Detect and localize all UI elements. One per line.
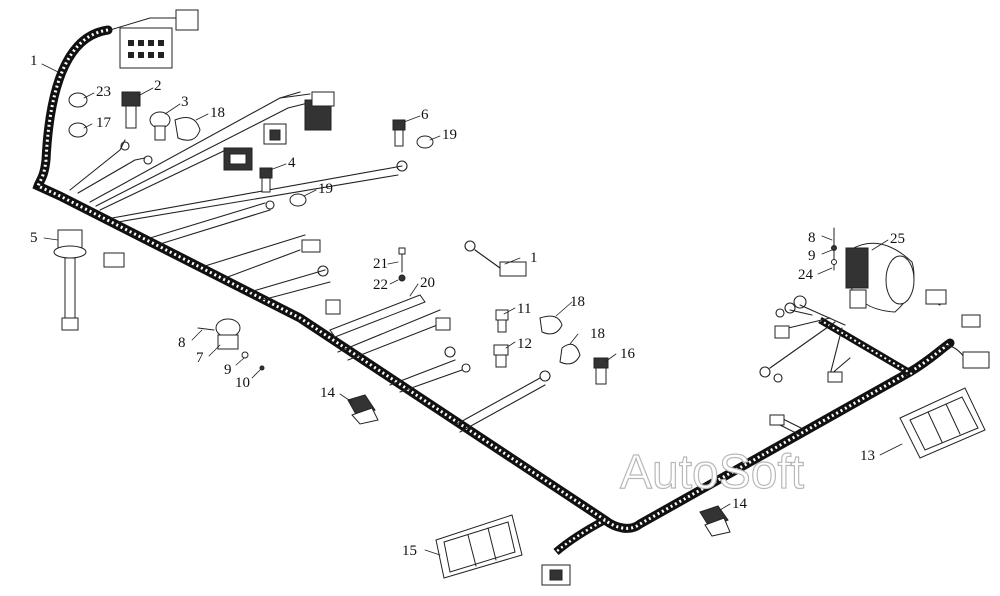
sensor-6 xyxy=(392,119,406,147)
callout-14-right: 14 xyxy=(732,496,748,512)
callout-21: 21 xyxy=(373,256,388,272)
callout-10: 10 xyxy=(235,375,250,391)
callout-18-top: 18 xyxy=(210,105,225,121)
screw-21 xyxy=(398,247,406,273)
washer-22 xyxy=(398,274,406,282)
horn-mount-stack xyxy=(831,227,837,271)
connector-mid-1 xyxy=(301,239,321,253)
ring-terminals xyxy=(120,141,807,383)
cap-18-low xyxy=(559,343,581,365)
main-harness-trunk xyxy=(32,25,955,556)
cap-18-top xyxy=(174,117,201,141)
callout-15: 15 xyxy=(402,543,417,559)
clamp-14-left xyxy=(347,394,379,425)
connector-right-2 xyxy=(827,371,843,383)
connector-bottom xyxy=(541,564,571,586)
connector-right-1 xyxy=(774,325,790,339)
callout-24: 24 xyxy=(798,267,814,283)
callout-12: 12 xyxy=(517,336,532,352)
callout-18-low: 18 xyxy=(590,326,605,342)
level-sensor-5 xyxy=(53,229,87,331)
callout-16: 16 xyxy=(620,346,636,362)
callout-25: 25 xyxy=(890,231,905,247)
cap-19-left xyxy=(289,193,307,207)
callout-18-mid: 18 xyxy=(570,294,585,310)
callout-1-top: 1 xyxy=(30,53,38,69)
watermark-text: AutoSoft xyxy=(620,446,804,499)
wire-branches xyxy=(69,91,966,436)
connector-block-left xyxy=(223,147,253,171)
callout-22: 22 xyxy=(373,277,388,293)
cap-19-right xyxy=(416,135,434,149)
cap-18-mid xyxy=(539,315,563,335)
callout-3: 3 xyxy=(181,94,189,110)
connector-right-3 xyxy=(769,414,785,426)
sensor-11 xyxy=(495,309,509,333)
leader-lines xyxy=(41,63,903,556)
multipin-connector-top-left xyxy=(109,9,199,69)
callout-4: 4 xyxy=(288,155,296,171)
connector-top-middle xyxy=(279,91,335,131)
connector-small-mid xyxy=(263,123,287,145)
sensor-2 xyxy=(121,91,141,129)
callout-1-mid: 1 xyxy=(530,250,538,266)
lamp-15 xyxy=(435,514,523,579)
connectors xyxy=(103,9,990,586)
connector-left-small xyxy=(103,252,125,268)
callout-labels: 1 1 2 3 4 5 6 7 8 8 9 9 10 11 12 13 14 1… xyxy=(30,53,905,559)
connector-horn-end xyxy=(961,314,981,328)
cap-23 xyxy=(68,92,88,108)
callout-13: 13 xyxy=(860,448,875,464)
horn-25 xyxy=(845,242,915,313)
sensor-4 xyxy=(259,167,273,193)
connector-right-end xyxy=(962,351,990,369)
callout-9-left: 9 xyxy=(224,362,232,378)
connector-horn xyxy=(925,289,947,305)
bracket-20 xyxy=(329,294,426,338)
sensor-16 xyxy=(593,357,609,385)
callout-23: 23 xyxy=(96,84,111,100)
callout-14-left: 14 xyxy=(320,385,336,401)
connector-part-1 xyxy=(499,261,527,277)
callout-17: 17 xyxy=(96,115,112,131)
callout-20: 20 xyxy=(420,275,435,291)
sensor-3 xyxy=(149,111,171,141)
callout-5: 5 xyxy=(30,230,38,246)
fitting-12 xyxy=(493,344,509,368)
lamp-13 xyxy=(899,387,986,459)
relay-7 xyxy=(215,318,241,350)
callout-8-left: 8 xyxy=(178,335,186,351)
clamp-14-right xyxy=(699,505,731,537)
connector-mid-2 xyxy=(325,299,341,315)
connector-mid-3 xyxy=(435,317,451,331)
cap-17 xyxy=(68,122,88,138)
callout-2: 2 xyxy=(154,78,162,94)
parts xyxy=(53,91,986,579)
bolt-8 xyxy=(197,327,215,331)
callout-11: 11 xyxy=(517,301,531,317)
callout-19-left: 19 xyxy=(318,181,333,197)
nut-10 xyxy=(259,365,265,371)
callout-8-right: 8 xyxy=(808,230,816,246)
callout-7: 7 xyxy=(196,350,204,366)
callout-6: 6 xyxy=(421,107,429,123)
callout-9-right: 9 xyxy=(808,248,816,264)
callout-19-right: 19 xyxy=(442,127,457,143)
washer-9 xyxy=(241,351,249,359)
